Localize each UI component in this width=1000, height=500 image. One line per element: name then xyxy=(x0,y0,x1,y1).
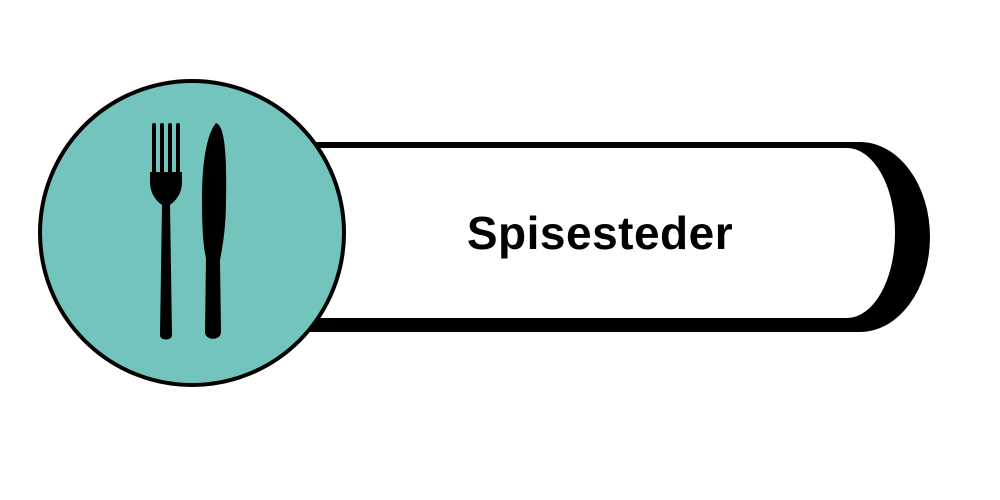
fork-icon xyxy=(150,123,182,340)
pill-background xyxy=(260,148,895,318)
knife-icon xyxy=(202,123,227,339)
icon-circle xyxy=(38,79,346,387)
button-label: Spisesteder xyxy=(466,207,734,259)
